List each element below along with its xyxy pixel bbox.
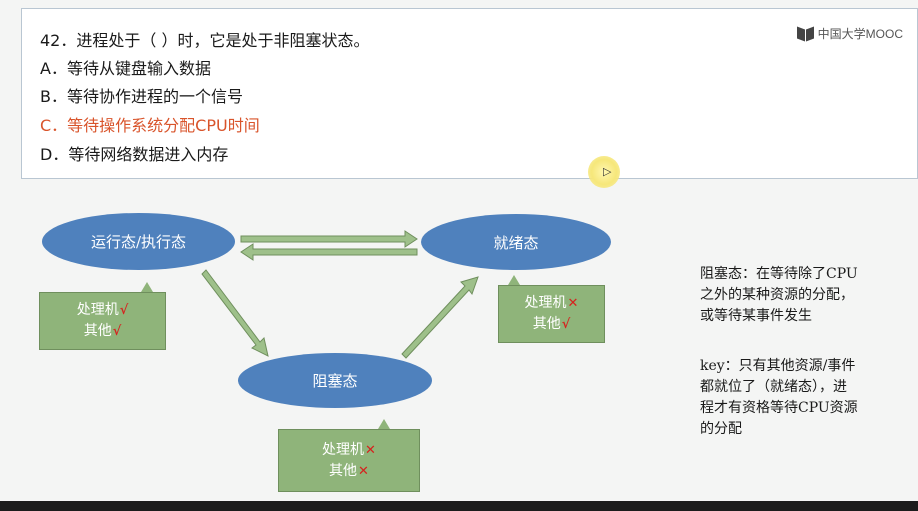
note-line: 都就位了（就绪态），进 xyxy=(700,379,847,395)
cursor-highlight xyxy=(588,156,620,188)
running-other-label: 其他 xyxy=(83,323,112,339)
question-panel: 42．进程处于（ ）时，它是处于非阻塞状态。 A．等待从键盘输入数据 B．等待协… xyxy=(21,8,918,179)
cross-mark-icon: ✕ xyxy=(358,463,369,479)
callout-running: 处理机√ 其他√ xyxy=(39,282,166,350)
blocked-processor-label: 处理机 xyxy=(322,441,365,458)
video-progress-bar[interactable] xyxy=(0,501,918,511)
note-line: 或等待某事件发生 xyxy=(700,308,812,324)
arrow-ready-to-running xyxy=(240,243,418,261)
ready-processor-label: 处理机 xyxy=(524,295,567,311)
state-blocked: 阻塞态 xyxy=(238,353,432,408)
note-line: key：只有其他资源/事件 xyxy=(700,358,856,374)
state-running: 运行态/执行态 xyxy=(42,213,235,270)
note-line: 程才有资格等待CPU资源 xyxy=(700,400,858,416)
note-blocked-definition: 阻塞态：在等待除了CPU 之外的某种资源的分配， 或等待某事件发生 xyxy=(700,264,858,327)
check-mark-icon: √ xyxy=(119,303,129,318)
running-processor-label: 处理机 xyxy=(76,302,119,318)
cross-mark-icon: ✕ xyxy=(567,296,579,311)
option-a[interactable]: A．等待从键盘输入数据 xyxy=(40,59,211,78)
mooc-logo: 中国大学MOOC xyxy=(796,25,903,42)
option-b[interactable]: B．等待协作进程的一个信号 xyxy=(40,87,243,106)
blocked-other-label: 其他 xyxy=(329,462,358,479)
arrow-running-to-ready xyxy=(240,230,418,248)
callout-blocked: 处理机✕ 其他✕ xyxy=(278,419,420,492)
ready-other-label: 其他 xyxy=(532,316,561,332)
note-line: 之外的某种资源的分配， xyxy=(700,287,854,303)
cross-mark-icon: ✕ xyxy=(365,442,376,458)
option-c[interactable]: C．等待操作系统分配CPU时间 xyxy=(40,116,260,135)
check-mark-icon: √ xyxy=(112,324,122,339)
callout-running-tail xyxy=(141,282,153,292)
callout-blocked-tail xyxy=(378,419,390,429)
note-key: key：只有其他资源/事件 都就位了（就绪态），进 程才有资格等待CPU资源 的… xyxy=(700,356,858,440)
arrow-running-to-blocked xyxy=(201,269,269,357)
question-stem: 42．进程处于（ ）时，它是处于非阻塞状态。 xyxy=(40,31,370,50)
cursor-arrow-icon: ▷ xyxy=(603,165,612,178)
option-d[interactable]: D．等待网络数据进入内存 xyxy=(40,145,229,164)
note-line: 的分配 xyxy=(700,421,742,437)
mooc-logo-text: 中国大学MOOC xyxy=(817,27,903,41)
check-mark-icon: √ xyxy=(561,317,571,332)
state-ready: 就绪态 xyxy=(421,214,611,270)
callout-ready-tail xyxy=(508,275,520,285)
arrow-blocked-to-ready xyxy=(401,276,479,359)
note-line: 阻塞态：在等待除了CPU xyxy=(700,266,858,282)
callout-ready: 处理机✕ 其他√ xyxy=(498,275,605,343)
